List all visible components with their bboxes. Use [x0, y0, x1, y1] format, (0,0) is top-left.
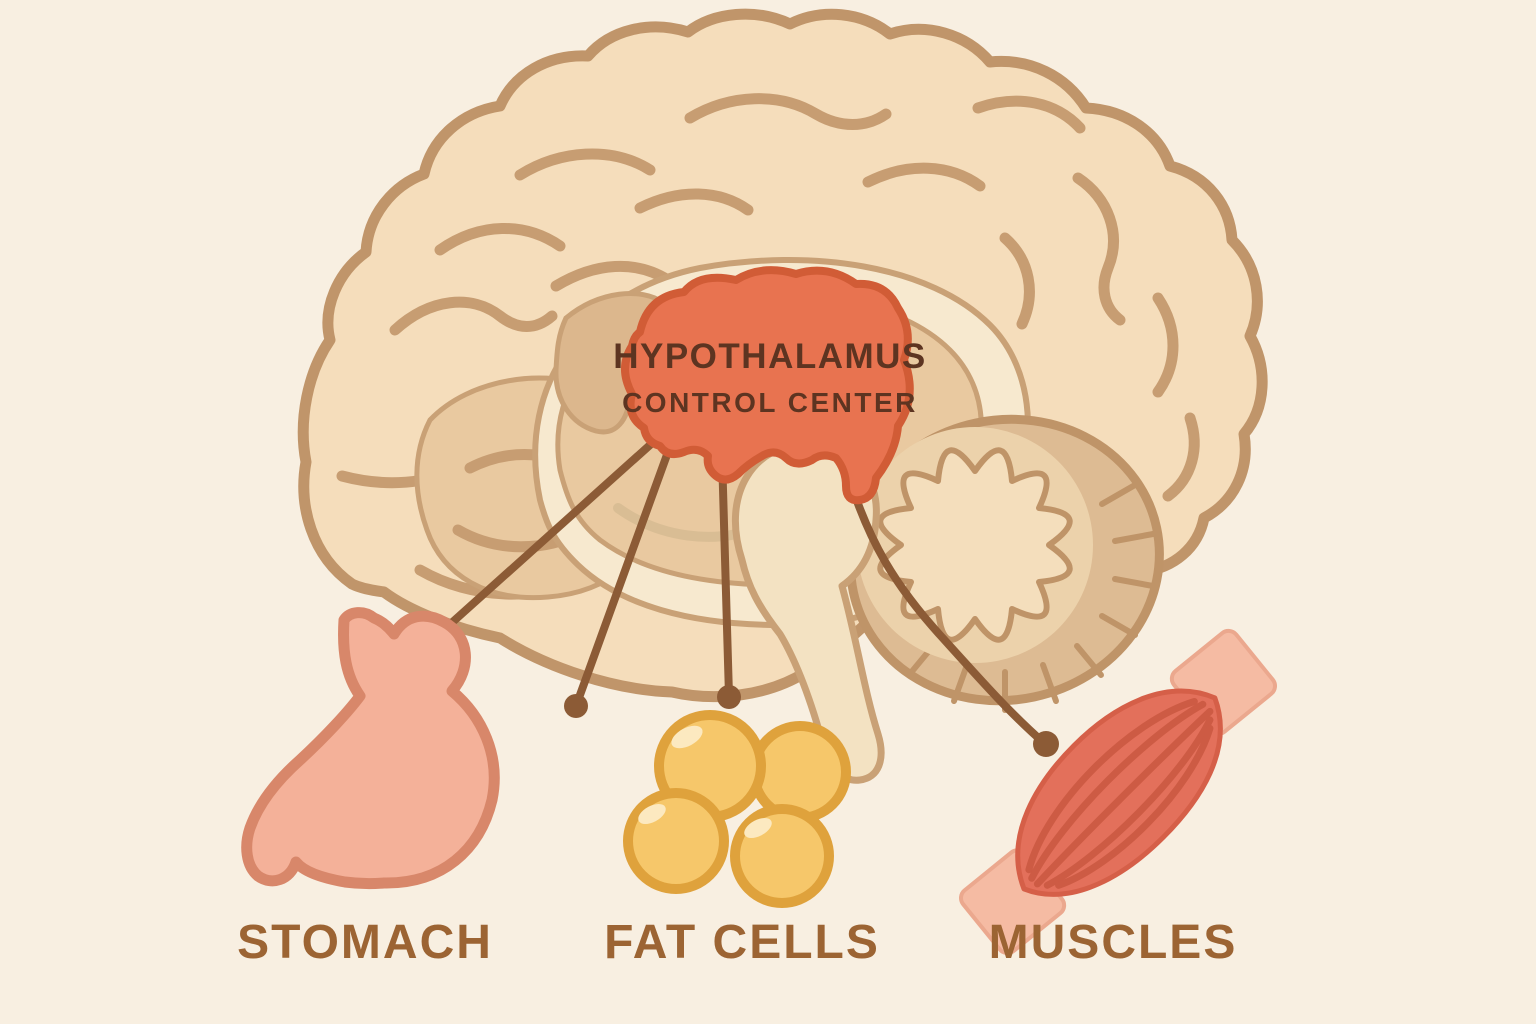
connector-dot-fat-cells-left [564, 694, 588, 718]
cerebellum [846, 414, 1164, 713]
fat-cell-highlights [638, 725, 772, 838]
fornix [553, 291, 666, 435]
stomach-illustration [241, 607, 500, 890]
muscle-striations [1025, 697, 1214, 889]
organ-labels: STOMACH FAT CELLS MUSCLES [237, 916, 1238, 969]
stomach-shape [241, 607, 500, 890]
hypothalamus: HYPOTHALAMUS CONTROL CENTER [613, 266, 927, 505]
connector-fat-cells-left [572, 448, 672, 710]
fat-cell [730, 804, 834, 908]
fat-cells-illustration [623, 710, 851, 908]
connector-dot-muscles [1033, 731, 1059, 757]
arbor-vitae [877, 447, 1073, 643]
connector-muscles [848, 483, 1048, 747]
hypothalamus-sublabel: CONTROL CENTER [622, 387, 918, 418]
muscle-belly [1015, 688, 1223, 897]
hypothalamus-label: HYPOTHALAMUS [613, 337, 927, 376]
connector-dot-fat-cells [717, 685, 741, 709]
hypothalamus-shape [621, 266, 914, 505]
stomach-label: STOMACH [237, 916, 493, 969]
fat-cell [749, 721, 851, 823]
fat-cell [623, 788, 729, 894]
fat-cells-label: FAT CELLS [604, 916, 880, 969]
connector-fat-cells [718, 451, 733, 700]
muscle-illustration [958, 628, 1278, 956]
muscles-label: MUSCLES [989, 916, 1238, 969]
